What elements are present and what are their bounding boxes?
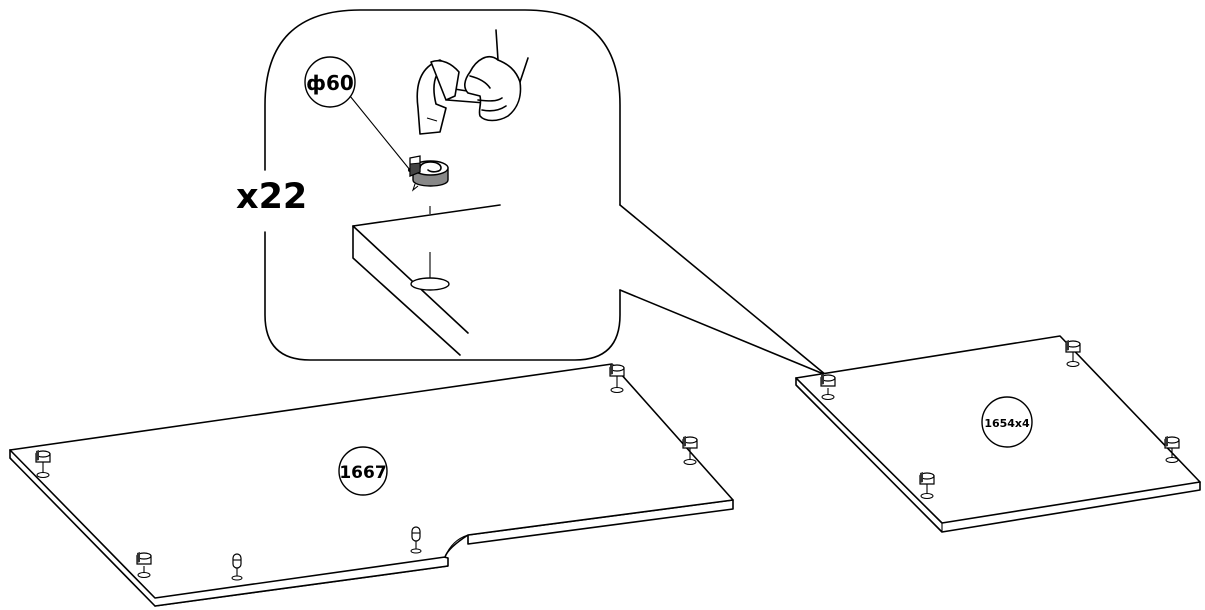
- hand-icon: [464, 29, 529, 122]
- panel-1667-label: 1667: [339, 463, 386, 483]
- cam-fitting-2: [609, 364, 625, 393]
- cam-fitting-3: [682, 436, 698, 465]
- cam-size-label: ф60: [306, 71, 354, 95]
- hammer-icon: [416, 59, 487, 135]
- panel-1654: 1654x4: [795, 335, 1201, 533]
- cam-fitting-8: [919, 472, 935, 499]
- dowel-2: [410, 526, 422, 554]
- board-closeup: [352, 204, 501, 356]
- cam-lock-fitting-icon: [409, 155, 449, 192]
- cam-fitting-6: [1065, 340, 1081, 367]
- panel-1667: 1667: [9, 363, 734, 607]
- quantity-label: x22: [236, 177, 307, 217]
- cam-fitting-5: [820, 374, 836, 400]
- detail-callout: x22 ф60: [236, 9, 827, 376]
- dowel-1: [231, 553, 243, 581]
- cam-fitting-1: [35, 450, 51, 478]
- cam-size-badge: ф60: [304, 56, 412, 172]
- cam-fitting-7: [1164, 436, 1180, 463]
- callout-pointer: [619, 204, 827, 376]
- leader-line: [349, 95, 411, 171]
- cam-fitting-4: [136, 552, 152, 578]
- panel-1654-label: 1654x4: [984, 417, 1030, 430]
- drilled-hole: [410, 277, 450, 291]
